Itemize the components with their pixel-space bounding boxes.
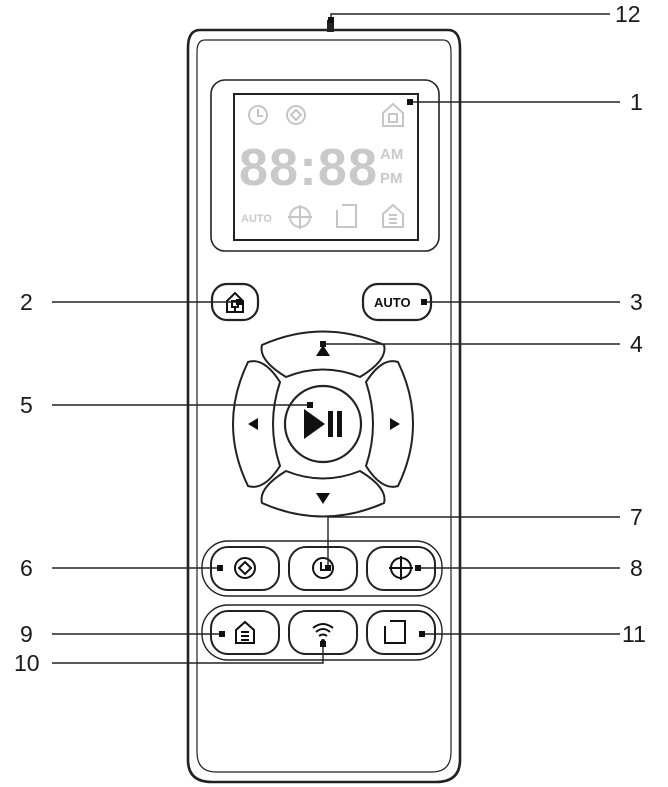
auto-button[interactable]: AUTO [361, 282, 433, 322]
leader-12 [330, 13, 610, 20]
auto-button-label: AUTO [374, 295, 411, 310]
callout-2: 2 [20, 289, 33, 315]
leader-dots [217, 17, 427, 647]
button-row-2 [201, 604, 443, 661]
button-row-1 [201, 540, 443, 597]
leader-7 [327, 516, 620, 570]
lcd-spot-clean-icon [286, 105, 306, 125]
dpad [232, 330, 414, 518]
leader-lines [52, 13, 620, 664]
edge-clean-icon [384, 620, 406, 644]
callout-numbers: 12 1 2 3 4 5 7 6 8 9 11 10 [14, 1, 646, 676]
target-icon [389, 556, 413, 580]
leader-10 [52, 644, 324, 664]
callout-9: 9 [20, 621, 33, 647]
lcd-am-indicator: AM [380, 146, 403, 163]
dock-button[interactable] [210, 610, 280, 655]
edge-clean-button[interactable] [366, 610, 436, 655]
lcd-dock-icon [382, 203, 404, 228]
ir-emitter [327, 20, 334, 32]
callout-7: 7 [630, 504, 643, 530]
callout-8: 8 [630, 555, 643, 581]
callout-4: 4 [630, 331, 643, 357]
lcd-target-icon [288, 205, 312, 229]
right-button[interactable] [364, 360, 414, 488]
callout-11: 11 [622, 621, 646, 647]
schedule-button[interactable] [288, 546, 358, 591]
dock-icon [235, 620, 255, 644]
lcd-pm-indicator: PM [380, 170, 403, 187]
wifi-icon [312, 623, 334, 643]
arrow-down-icon [316, 493, 330, 504]
callout-5: 5 [20, 392, 33, 418]
lcd-auto-indicator: AUTO [241, 213, 272, 225]
arrow-up-icon [316, 345, 330, 356]
spot-clean-icon [234, 557, 256, 579]
lcd-edge-clean-icon [336, 204, 357, 228]
lcd-clock-icon [248, 105, 268, 125]
callout-6: 6 [20, 555, 33, 581]
lcd-display: 88:88 AM PM AUTO [210, 79, 440, 252]
play-pause-button[interactable] [283, 384, 363, 464]
arrow-left-icon [248, 418, 258, 430]
lcd-home-key-icon [382, 102, 404, 127]
callout-3: 3 [630, 289, 643, 315]
play-pause-icon [304, 409, 342, 439]
callout-1: 1 [630, 89, 643, 115]
lcd-digits: 88:88 [239, 139, 377, 197]
callout-10: 10 [14, 650, 40, 676]
spiral-clean-button[interactable] [366, 546, 436, 591]
arrow-right-icon [390, 418, 400, 430]
callout-12: 12 [615, 1, 641, 27]
spot-clean-button[interactable] [210, 546, 280, 591]
